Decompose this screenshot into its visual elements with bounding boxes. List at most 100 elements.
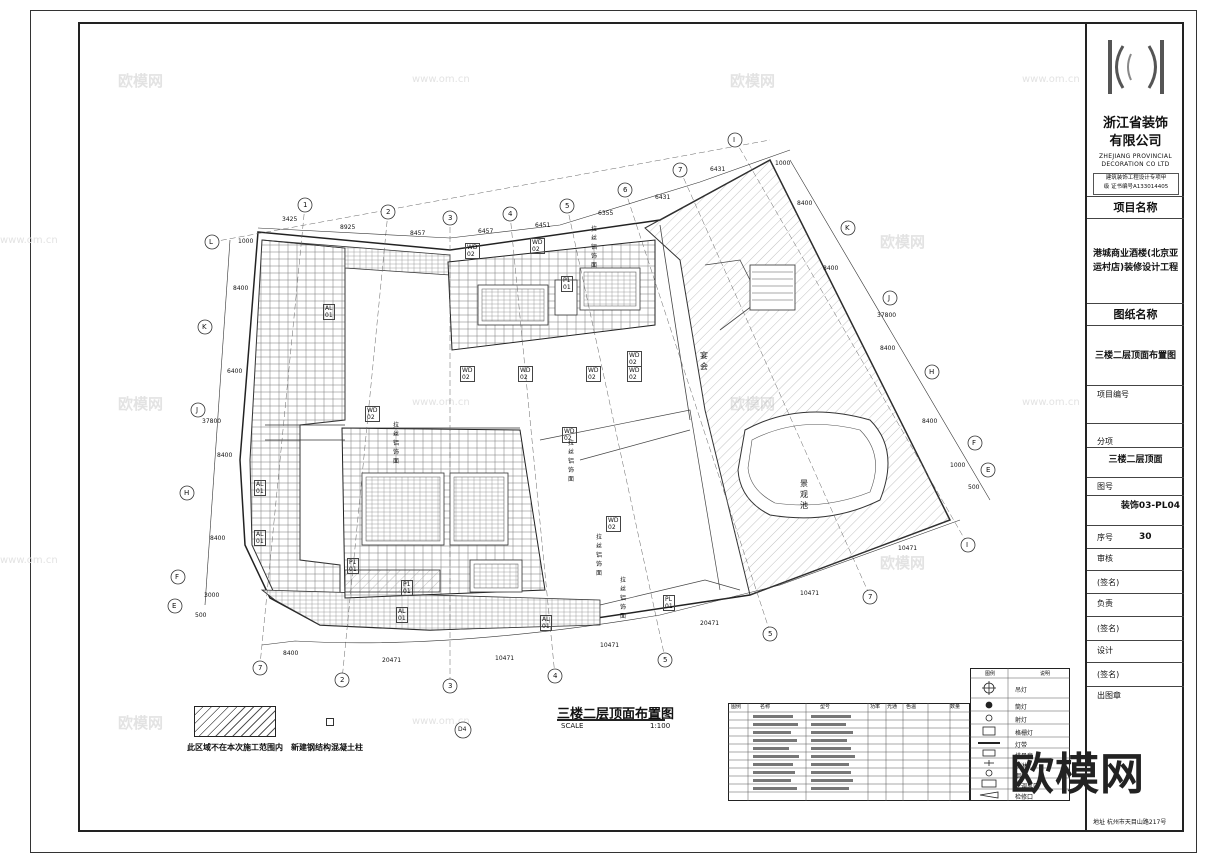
serial-value: 30 xyxy=(1139,532,1152,542)
lower-dining-block xyxy=(341,427,546,599)
symbol-name: 吊灯 xyxy=(1015,687,1028,694)
column-symbol-icon xyxy=(326,718,334,726)
tag: P1 01 xyxy=(561,276,573,292)
dim-text: 3425 xyxy=(282,216,298,223)
watermark-brand: 欧模网 xyxy=(118,395,164,413)
dim-text: 8400 xyxy=(880,345,896,352)
watermark-url: www.om.cn xyxy=(412,716,470,727)
axis-label: 5 xyxy=(565,202,570,210)
title-block: 浙江省装饰 有限公司 ZHEJIANG PROVINCIAL DECORATIO… xyxy=(1085,22,1184,832)
symbol-name: 烟感 xyxy=(1015,773,1028,780)
company-name-cn-1: 浙江省装饰 xyxy=(1102,116,1168,131)
sub-item-value: 三楼二层顶面 xyxy=(1087,448,1184,478)
legend-hatch-text: 此区域不在本次施工范围内 xyxy=(187,743,283,752)
axis-label: E xyxy=(986,466,991,474)
qualification-line-2: 级 证书编号A133014405 xyxy=(1103,184,1169,190)
symbol-name: 喷淋 xyxy=(1015,763,1028,770)
scale-label: SCALE xyxy=(561,722,584,730)
ceiling-note: 拉丝铝饰面 xyxy=(393,422,400,465)
axis-label: L xyxy=(209,238,213,246)
project-name-value: 港城商业酒楼(北京亚运村店)装修设计工程 xyxy=(1093,249,1179,273)
axis-bubbles xyxy=(167,132,996,739)
symbol-name: 筒灯 xyxy=(1015,704,1028,711)
symbol-legend-table xyxy=(970,668,1070,801)
serial-cell: 序号 30 xyxy=(1087,526,1184,549)
tag: AL 01 xyxy=(254,480,266,496)
watermark-url: www.om.cn xyxy=(1022,74,1080,85)
tag: WD 02 xyxy=(460,366,475,382)
tag: AL 01 xyxy=(323,304,335,320)
symbol-name: 灯带 xyxy=(1015,742,1028,749)
axis-label: 1 xyxy=(303,201,308,209)
left-ceiling-zone xyxy=(249,239,346,601)
ceiling-note: 拉丝铝饰面 xyxy=(591,226,598,269)
axis-label: F xyxy=(972,439,977,447)
axis-labels: 1 2 3 4 5 6 7 I 7 2 3 4 5 5 7 L K J H F … xyxy=(172,136,991,733)
tag: WD 02 xyxy=(465,243,480,259)
ceiling-note: 拉丝铝饰面 xyxy=(620,577,627,620)
legend-col-header: 功率 xyxy=(870,704,881,710)
legend-col-header: 型号 xyxy=(820,704,831,710)
axis-label: J xyxy=(888,294,891,302)
garden-pool xyxy=(737,411,889,519)
dim-text: 37800 xyxy=(877,312,897,319)
company-name-cn-2: 有限公司 xyxy=(1109,134,1162,149)
axis-label: K xyxy=(845,224,850,232)
dim-text: 8400 xyxy=(922,418,938,425)
tag: WD 02 xyxy=(606,516,621,532)
legend-col-header: 光通 xyxy=(887,704,898,710)
watermark-brand: 欧模网 xyxy=(118,714,164,732)
axis-label: 3 xyxy=(448,214,453,222)
dim-text: 6451 xyxy=(535,222,551,229)
dim-text: 6431 xyxy=(655,194,671,201)
axis-label: 4 xyxy=(553,672,558,680)
ceiling-note: 拉丝铝饰面 xyxy=(568,440,575,483)
garden-pool-inner xyxy=(747,424,876,506)
dim-text: 10471 xyxy=(800,590,820,597)
watermark-brand: 欧模网 xyxy=(880,233,926,251)
tag: WD 02 xyxy=(586,366,601,382)
qualification-box: 建筑装饰工程设计专项甲 级 证书编号A133014405 xyxy=(1093,173,1179,195)
axis-label: 2 xyxy=(340,676,345,684)
design-label: 设计 xyxy=(1087,641,1184,663)
drawing-no-label: 图号 xyxy=(1087,478,1184,496)
axis-label: 5 xyxy=(663,656,668,664)
charge-sign: (签名) xyxy=(1087,617,1184,641)
stamp-label: 出图章 xyxy=(1097,691,1121,700)
axis-label: 7 xyxy=(868,593,873,601)
project-name-cell: 港城商业酒楼(北京亚运村店)装修设计工程 xyxy=(1087,219,1184,304)
tag: AL 01 xyxy=(540,615,552,631)
serial-label: 序号 xyxy=(1097,533,1113,542)
symbol-col-header: 图例 xyxy=(985,671,996,677)
symbol-name: 空调风口 xyxy=(1015,783,1040,790)
tag: P1 01 xyxy=(401,580,413,596)
watermark-brand: 欧模网 xyxy=(730,72,776,90)
axis-grid xyxy=(211,139,969,690)
axis-label: H xyxy=(929,368,935,376)
symbol-name: 检修口 xyxy=(1015,794,1034,801)
watermark-url: www.om.cn xyxy=(412,397,470,408)
dim-text: 1000 xyxy=(238,238,254,245)
watermark-url: www.om.cn xyxy=(1022,397,1080,408)
axis-label: J xyxy=(196,406,199,414)
legend-col-header: 色温 xyxy=(906,704,917,710)
ceiling-note: 拉丝铝饰面 xyxy=(596,534,603,577)
dim-text: 8400 xyxy=(283,650,299,657)
dim-text: 10471 xyxy=(600,642,620,649)
dim-text: 8400 xyxy=(210,535,226,542)
watermark-url: www.om.cn xyxy=(412,74,470,85)
tag: WD 02 xyxy=(365,406,380,422)
axis-label: F xyxy=(175,573,180,581)
legend-col-header: 图例 xyxy=(731,704,742,710)
plan-title: 三楼二层顶面布置图 xyxy=(557,707,675,722)
drawing-name-value: 三楼二层顶面布置图 xyxy=(1087,326,1184,386)
tag: PL 01 xyxy=(663,595,675,611)
dim-text: 8457 xyxy=(410,230,426,237)
dim-text: 37800 xyxy=(202,418,222,425)
dim-text: 500 xyxy=(968,484,980,491)
scale-value: 1:100 xyxy=(650,722,671,730)
lighting-legend-table xyxy=(728,703,970,801)
dim-text: 1000 xyxy=(950,462,966,469)
company-name-en-2: DECORATION CO LTD xyxy=(1101,161,1170,168)
axis-label: E xyxy=(172,602,177,610)
